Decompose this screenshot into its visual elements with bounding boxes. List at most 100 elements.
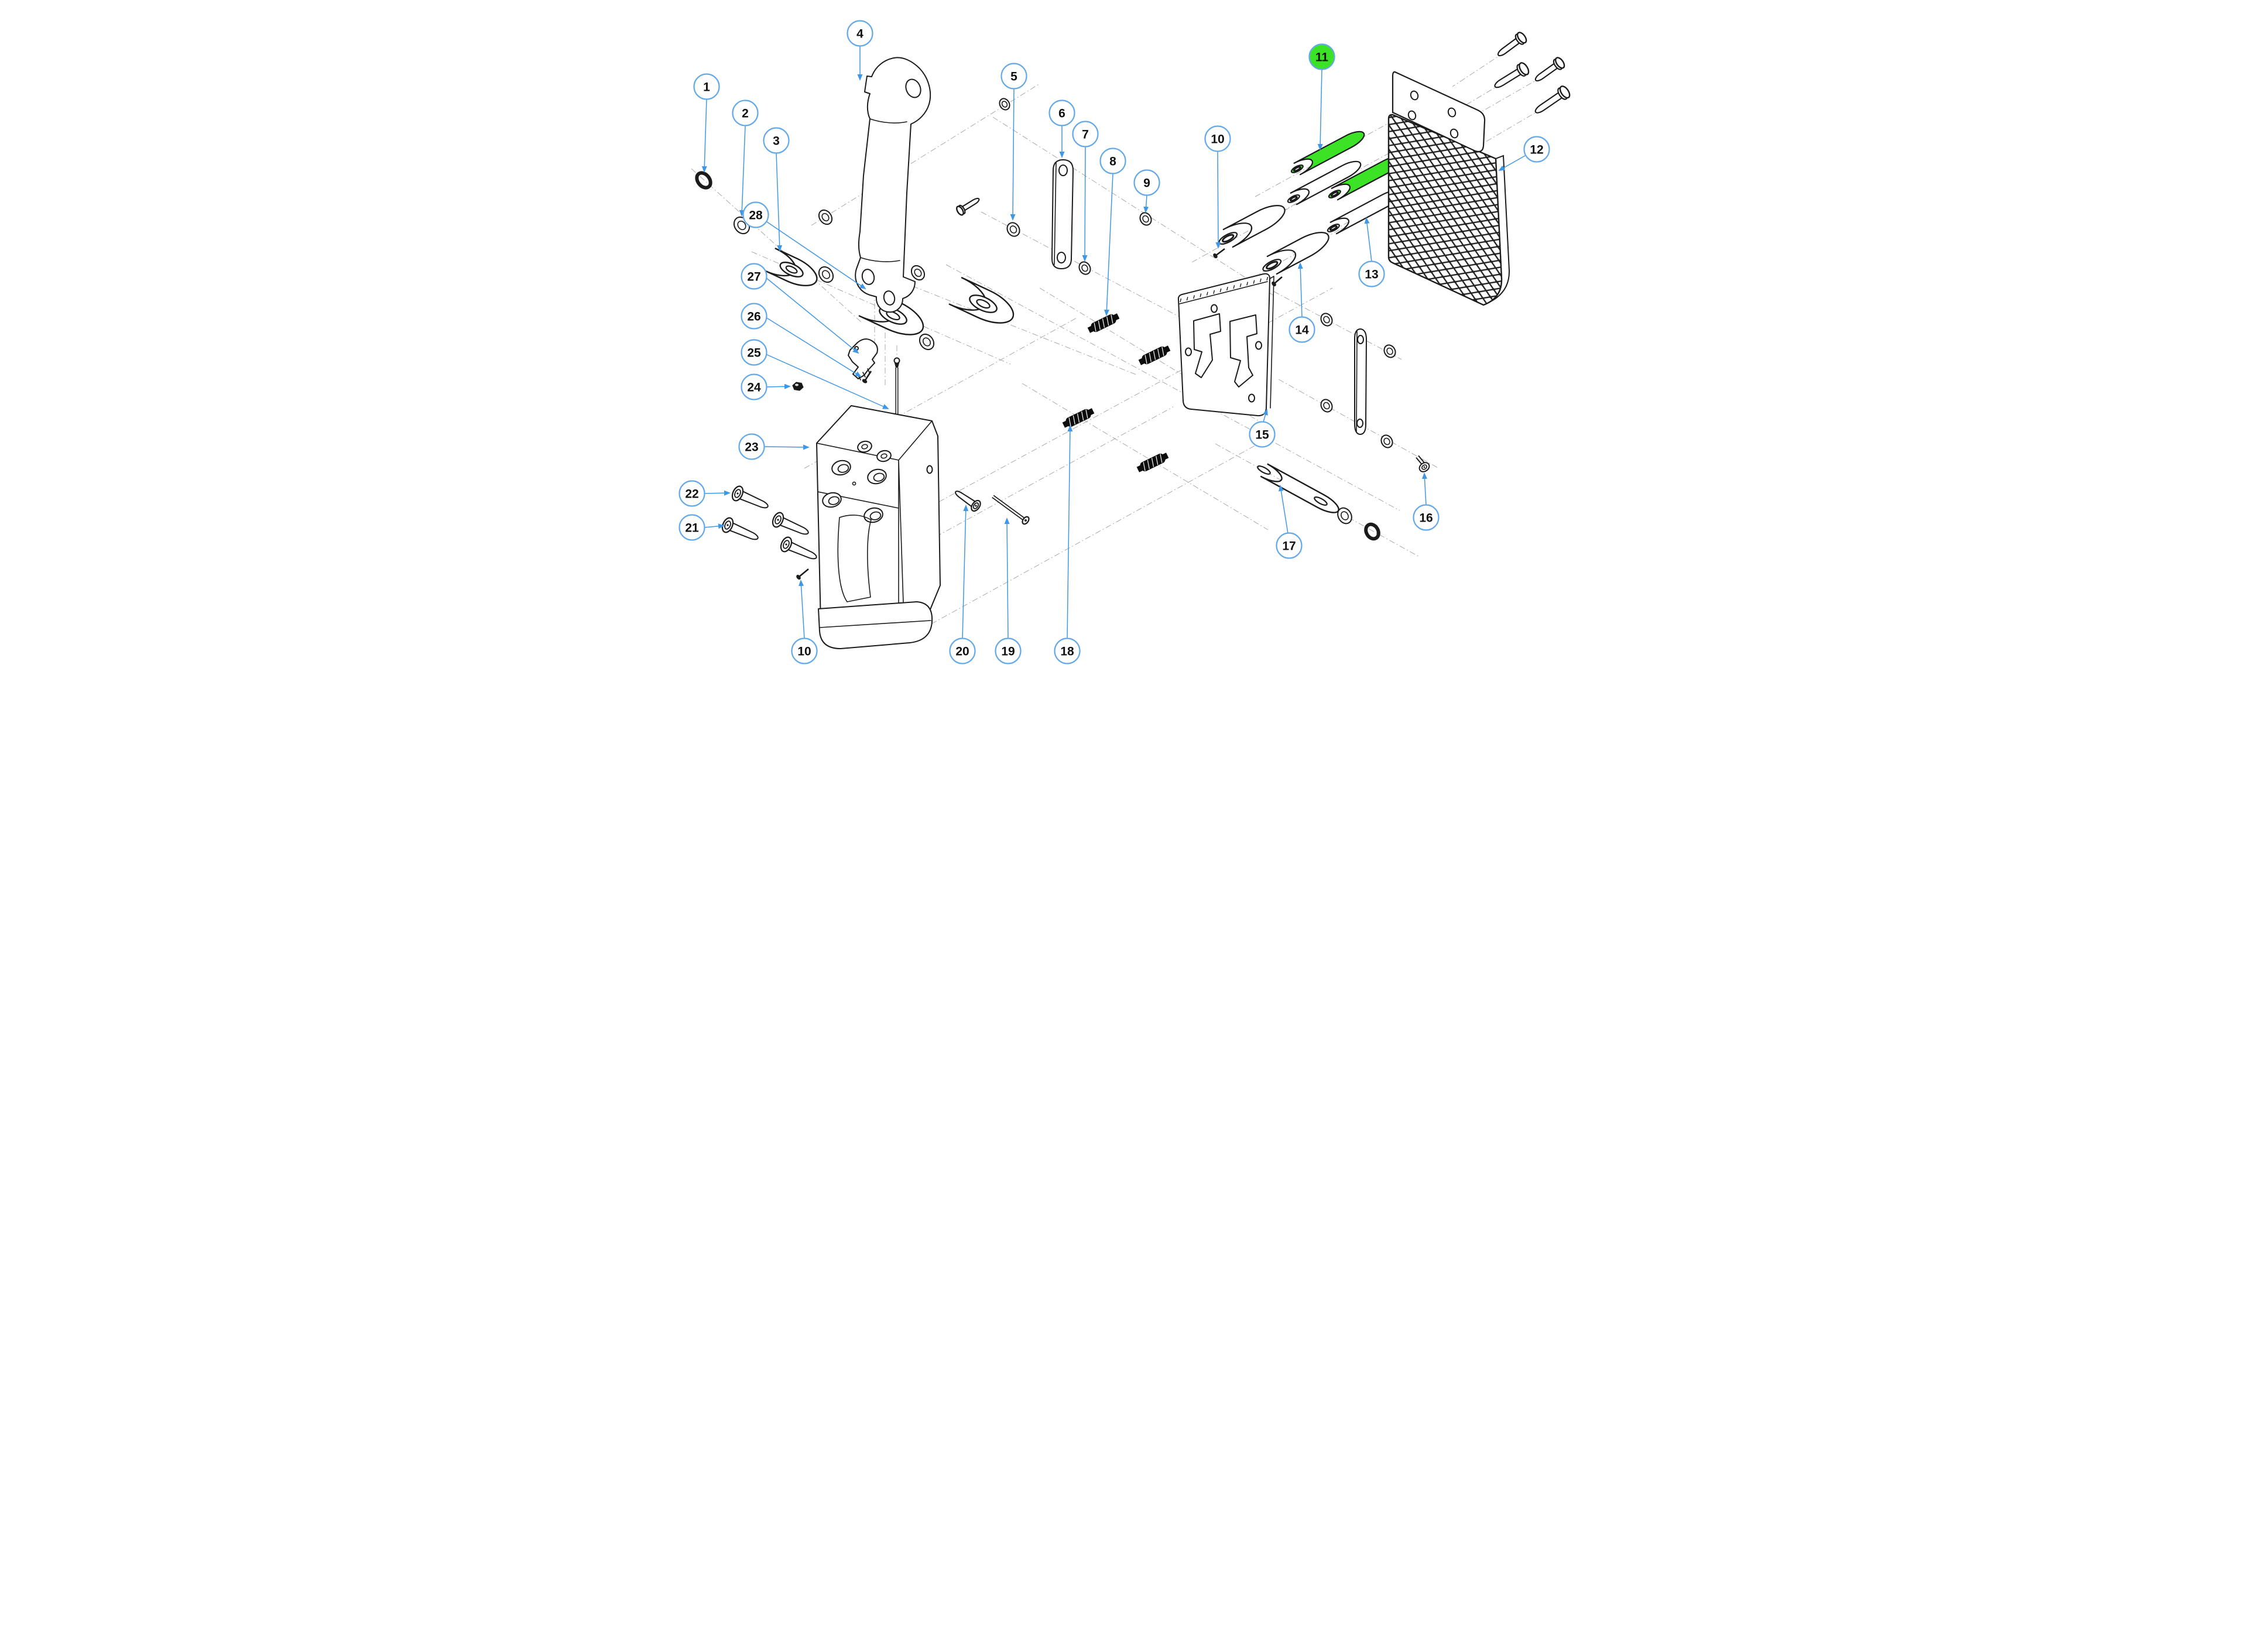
callout-number: 17 — [1282, 540, 1296, 553]
callout-number: 1 — [703, 81, 710, 94]
carrier-plate-15 — [1177, 273, 1274, 417]
callout-number: 18 — [1060, 645, 1074, 659]
callout-21: 21 — [678, 514, 725, 541]
exploded-parts-diagram: 1234567891011121314151617181920102122232… — [665, 0, 1583, 674]
callout-balloon — [1289, 316, 1315, 343]
screw-pad-1 — [1497, 32, 1527, 57]
screw-10b — [796, 568, 809, 580]
oring-1 — [695, 171, 712, 190]
roller-11a — [1290, 131, 1365, 176]
screw-21a — [721, 517, 759, 540]
callout-balloon — [1413, 504, 1440, 531]
callout-27: 27 — [741, 263, 859, 354]
callout-balloon — [678, 480, 705, 507]
callout-number: 6 — [1058, 107, 1065, 121]
callout-number: 25 — [747, 347, 761, 360]
washer-5a — [999, 98, 1010, 111]
screw-10t — [1213, 248, 1225, 259]
spring-8a — [1087, 313, 1120, 333]
callout-16: 16 — [1413, 472, 1440, 531]
callout-balloon — [995, 638, 1022, 664]
callout-26: 26 — [741, 303, 862, 378]
nut-24 — [792, 382, 804, 391]
callout-balloon — [1099, 148, 1126, 174]
screw-mid — [956, 197, 980, 216]
knurled-pad-12 — [1387, 71, 1510, 306]
callout-number: 14 — [1295, 324, 1309, 337]
roller-28b — [948, 277, 1015, 324]
pin-17 — [1257, 463, 1339, 513]
callout-number: 9 — [1143, 177, 1150, 190]
callout-number: 28 — [749, 209, 763, 222]
callout-number: 21 — [685, 522, 699, 535]
callout-number: 15 — [1255, 429, 1269, 442]
washer-arm-d — [919, 333, 935, 351]
main-body-23 — [816, 405, 941, 649]
callout-13: 13 — [1358, 217, 1385, 287]
washer-arm-c — [910, 265, 926, 281]
callout-balloon — [791, 638, 818, 664]
washer-9 — [1139, 212, 1152, 226]
callout-23: 23 — [738, 433, 810, 460]
callout-5: 5 — [1000, 63, 1027, 221]
washer-arm-b — [818, 266, 834, 283]
callout-balloon — [1308, 43, 1335, 70]
screw-15b — [1272, 276, 1283, 287]
screw-19 — [992, 495, 1030, 525]
screw-20 — [955, 491, 981, 512]
callout-balloon — [1358, 261, 1385, 287]
callout-balloon — [693, 73, 720, 100]
callout-19: 19 — [995, 517, 1022, 664]
oring-17b — [1364, 522, 1380, 541]
callout-balloon — [1000, 63, 1027, 90]
callout-number: 11 — [1315, 51, 1329, 64]
callout-22: 22 — [678, 480, 731, 507]
callout-number: 7 — [1082, 128, 1089, 142]
callout-number: 22 — [685, 488, 698, 501]
callout-20: 20 — [949, 505, 976, 664]
roller-11b — [1328, 156, 1403, 201]
callout-balloon — [763, 127, 790, 154]
callout-number: 2 — [742, 107, 749, 121]
cam-arm-4 — [855, 57, 931, 313]
callout-17: 17 — [1276, 485, 1303, 559]
callout-balloon — [949, 638, 976, 664]
callout-3: 3 — [763, 127, 790, 252]
callout-7: 7 — [1072, 121, 1099, 262]
callout-number: 10 — [1211, 133, 1224, 146]
callout-number: 27 — [747, 270, 760, 284]
callout-8: 8 — [1099, 148, 1126, 316]
setscrew-26 — [862, 371, 872, 383]
washer-7 — [1078, 261, 1091, 275]
callout-balloon — [1276, 532, 1303, 559]
callout-number: 12 — [1530, 143, 1543, 157]
callout-number: 16 — [1419, 512, 1433, 525]
callout-12: 12 — [1498, 136, 1550, 171]
callout-28: 28 — [742, 201, 866, 290]
callout-15: 15 — [1249, 409, 1276, 448]
callout-9: 9 — [1133, 169, 1160, 213]
callout-number: 26 — [747, 310, 760, 324]
oring-17a — [1337, 507, 1352, 525]
callout-balloon — [741, 303, 767, 330]
screw-pad-3 — [1534, 57, 1565, 82]
screw-pad-2 — [1494, 62, 1530, 88]
callout-balloon — [741, 339, 767, 366]
callout-balloon — [1523, 136, 1550, 163]
callout-balloon — [1133, 169, 1160, 196]
callout-number: 4 — [856, 28, 863, 41]
callout-balloon — [1048, 100, 1075, 126]
callout-24: 24 — [741, 373, 791, 400]
washer-arm-a — [818, 209, 833, 225]
washer-5b — [1006, 222, 1020, 237]
washer-r2 — [1383, 344, 1396, 358]
callout-14: 14 — [1289, 262, 1315, 343]
link-6 — [1051, 159, 1074, 269]
callout-18: 18 — [1054, 425, 1081, 664]
screw-21c — [780, 536, 817, 560]
spring-18a — [1062, 408, 1095, 428]
screw-22 — [731, 485, 769, 509]
callout-number: 5 — [1010, 70, 1017, 84]
callout-balloon — [678, 514, 705, 541]
callout-balloon — [741, 373, 767, 400]
